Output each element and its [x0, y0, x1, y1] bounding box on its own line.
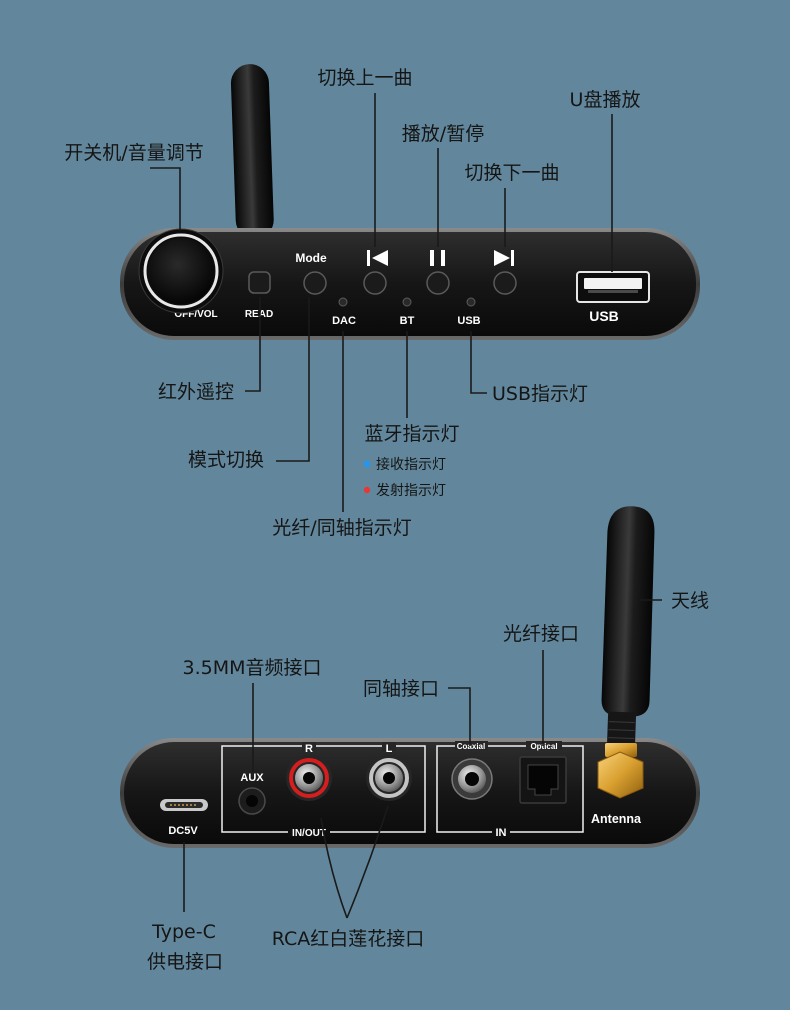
antenna-label: Antenna	[591, 812, 642, 826]
rca-left-jack	[366, 755, 412, 801]
rca-right-leader	[320, 817, 348, 919]
bt-receive-callout: 接收指示灯	[376, 456, 446, 473]
antenna-gold-sleeve	[605, 743, 637, 757]
usb-led	[466, 297, 476, 307]
ir-leader	[245, 297, 261, 392]
usb-led-label: USB	[457, 315, 480, 327]
type-c-callout: Type-C	[151, 921, 216, 943]
mode-button	[303, 271, 327, 295]
aux-label: AUX	[240, 772, 264, 784]
transmit-dot	[363, 486, 371, 494]
bt-indicator-callout: 蓝牙指示灯	[364, 423, 459, 445]
previous-track-icon	[367, 250, 388, 266]
usb-c-port	[160, 799, 208, 811]
coaxial-callout: 同轴接口	[363, 678, 439, 700]
optical-callout: 光纤接口	[503, 623, 579, 645]
in-out-label: IN/OUT	[292, 828, 326, 839]
power-volume-leader	[150, 167, 181, 230]
receive-dot	[363, 460, 371, 468]
play-pause-icon	[430, 250, 445, 266]
back-antenna	[597, 506, 655, 799]
left-channel-label: L	[386, 743, 393, 755]
usb-led-leader	[470, 331, 487, 394]
coaxial-label: Coaxial	[457, 742, 485, 751]
next-track-icon	[494, 250, 514, 266]
read-label: READ	[245, 309, 273, 320]
back-panel: Antenna DC5V R L IN/OUT AUX	[120, 506, 709, 973]
usb-port	[576, 271, 650, 303]
volume-knob	[138, 228, 224, 314]
bt-transmit-callout: 发射指示灯	[376, 483, 446, 499]
bt-label: BT	[400, 315, 415, 327]
knob-label: OFF/VOL	[174, 309, 217, 320]
antenna-callout: 天线	[671, 590, 709, 612]
optical-label: Optical	[530, 742, 557, 751]
coaxial-jack	[451, 758, 493, 800]
antenna-gold-connector	[597, 751, 644, 799]
dac-label: DAC	[332, 315, 356, 327]
right-channel-label: R	[305, 743, 313, 755]
previous-button	[363, 271, 387, 295]
next-button	[493, 271, 517, 295]
aux-jack	[238, 787, 266, 815]
front-antenna	[230, 64, 274, 240]
usb-port-label: USB	[589, 308, 619, 324]
dac-indicator-callout: 光纤/同轴指示灯	[272, 517, 411, 539]
ir-receiver-window	[248, 271, 271, 294]
mode-leader	[276, 297, 310, 462]
next-callout: 切换下一曲	[464, 162, 559, 184]
power-volume-callout: 开关机/音量调节	[64, 142, 203, 164]
in-label: IN	[496, 827, 507, 839]
aux-callout: 3.5MM音频接口	[182, 657, 321, 679]
usb-indicator-callout: USB指示灯	[492, 383, 588, 405]
mode-label: Mode	[295, 251, 327, 265]
previous-callout: 切换上一曲	[317, 67, 412, 89]
coaxial-leader	[448, 687, 471, 746]
power-callout: 供电接口	[147, 951, 223, 973]
rca-callout: RCA红白莲花接口	[272, 928, 425, 950]
usb-playback-callout: U盘播放	[570, 89, 641, 111]
front-body	[124, 232, 696, 336]
optical-port	[519, 756, 567, 804]
bt-led	[402, 297, 412, 307]
dc5v-label: DC5V	[168, 825, 198, 837]
front-panel: OFF/VOL READ Mode	[64, 64, 700, 539]
rca-left-leader	[346, 805, 389, 919]
dac-led	[338, 297, 348, 307]
play-pause-callout: 播放/暂停	[402, 123, 484, 145]
ir-callout: 红外遥控	[158, 381, 234, 403]
play-pause-button	[426, 271, 450, 295]
rca-right-jack	[286, 755, 332, 801]
mode-callout: 模式切换	[188, 449, 264, 471]
